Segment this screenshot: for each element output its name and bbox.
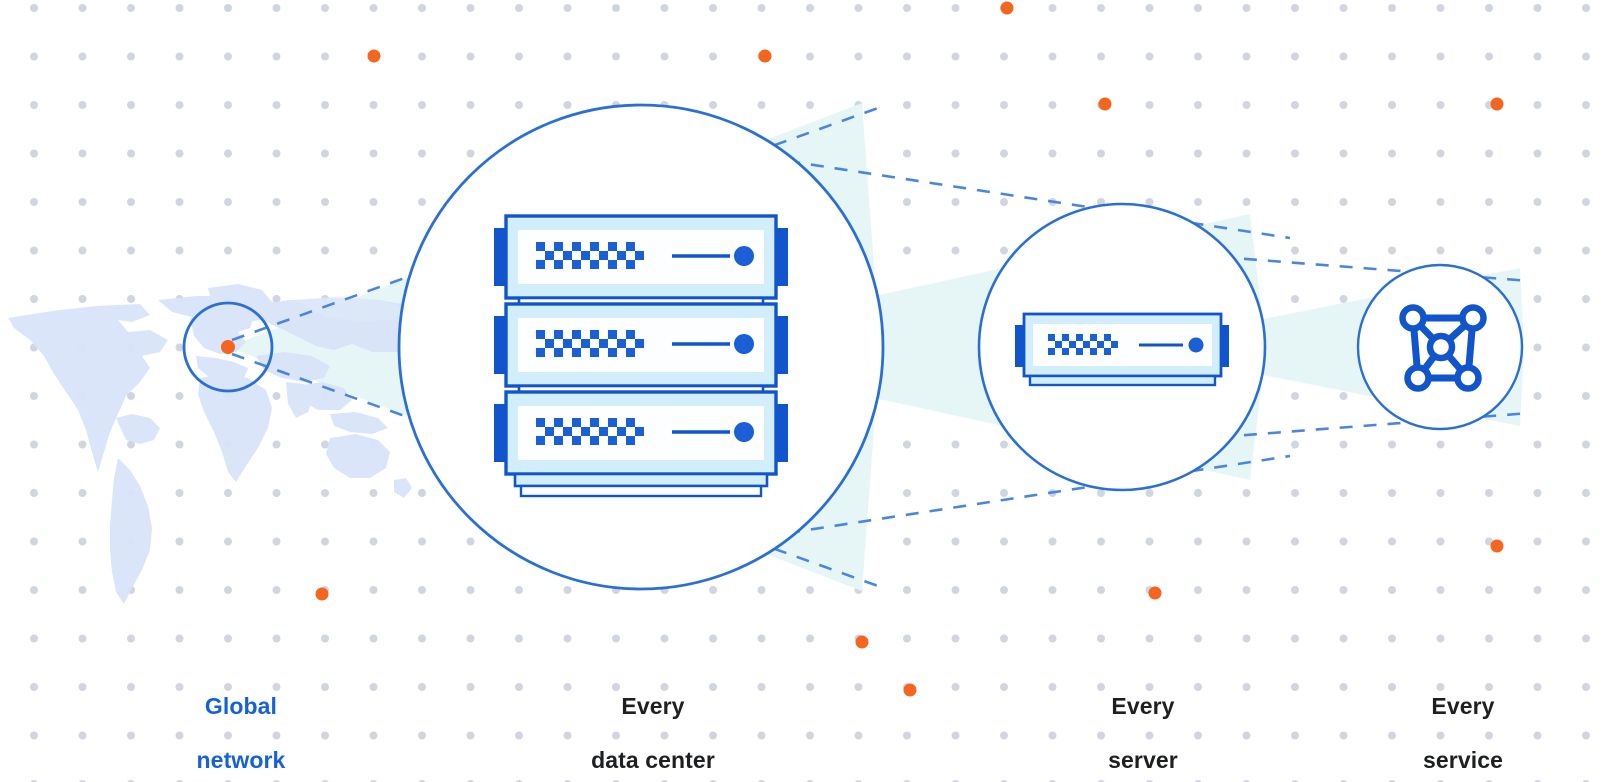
- caption-server-line2: server: [1108, 747, 1178, 774]
- caption-global-line2: network: [196, 747, 286, 774]
- world-map-icon: [8, 284, 442, 604]
- caption-global-network: Global network: [128, 666, 328, 782]
- caption-service-line1: Every: [1431, 693, 1495, 720]
- caption-global-line1: Global: [204, 693, 278, 720]
- caption-every-data-center: Every data center: [540, 666, 740, 782]
- caption-every-server: Every server: [1030, 666, 1230, 782]
- network-mesh-icon: [1399, 304, 1487, 392]
- caption-dc-line2: data center: [591, 747, 715, 774]
- server-unit-icon: [1015, 312, 1229, 387]
- rack-unit-2: [494, 302, 788, 388]
- caption-service-line2: service: [1422, 747, 1503, 774]
- server-rack-icon: [494, 214, 788, 498]
- rack-unit-3: [494, 390, 788, 476]
- caption-dc-line1: Every: [621, 693, 685, 720]
- caption-server-line1: Every: [1111, 693, 1175, 720]
- rack-unit-1: [494, 214, 788, 300]
- caption-every-service: Every service: [1350, 666, 1550, 782]
